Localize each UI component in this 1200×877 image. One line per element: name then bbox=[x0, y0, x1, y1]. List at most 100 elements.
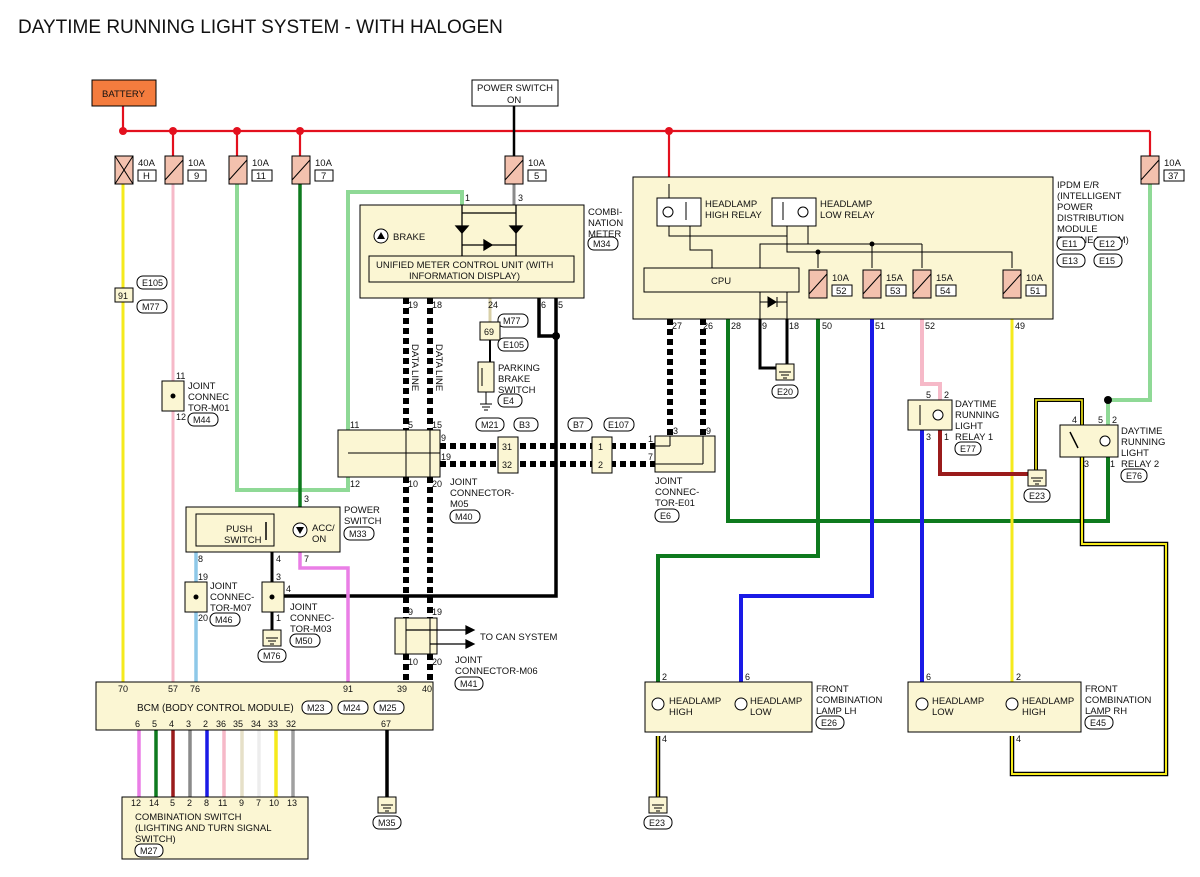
to-can-system-label: TO CAN SYSTEM bbox=[480, 632, 558, 643]
connector-tag bbox=[643, 815, 673, 830]
connector-tag bbox=[289, 633, 321, 648]
connector-e23: E23 bbox=[1029, 491, 1045, 501]
svg-text:7: 7 bbox=[256, 798, 261, 808]
connector-m77-pb: M77 bbox=[503, 316, 521, 326]
connector-tag bbox=[497, 337, 529, 352]
jc-m01-label-3: TOR-M01 bbox=[188, 403, 230, 414]
connector-e23-lh: E23 bbox=[649, 818, 665, 828]
svg-text:2: 2 bbox=[1112, 415, 1117, 425]
junction-dot bbox=[1104, 396, 1112, 404]
acc-glyph bbox=[296, 527, 304, 534]
fuse-11: 10A 11 bbox=[228, 155, 273, 185]
drl2-label-2: RUNNING bbox=[1121, 437, 1165, 448]
svg-text:53: 53 bbox=[890, 286, 901, 297]
lh-low-label-1: HEADLAMP bbox=[750, 696, 802, 707]
data-line-label-2: DATA LINE bbox=[433, 344, 444, 391]
connector-m46: M46 bbox=[215, 615, 233, 625]
svg-text:10A: 10A bbox=[188, 158, 206, 169]
svg-text:14: 14 bbox=[149, 798, 159, 808]
jc-m07-label-1: JOINT bbox=[210, 581, 238, 592]
svg-text:5: 5 bbox=[1098, 415, 1103, 425]
svg-text:27: 27 bbox=[672, 321, 682, 331]
svg-text:32: 32 bbox=[286, 719, 296, 729]
power-switch-label-1: POWER bbox=[344, 505, 380, 516]
drl2-label-1: DAYTIME bbox=[1121, 426, 1163, 437]
fuse-37: 10A 37 bbox=[1140, 155, 1185, 185]
inline-connector-69 bbox=[479, 321, 501, 341]
connector-m23: M23 bbox=[307, 703, 325, 713]
connector-tag bbox=[372, 815, 402, 830]
connector-m34: M34 bbox=[593, 239, 611, 249]
comb-switch-label-3: SWITCH) bbox=[135, 834, 176, 845]
rh-label-3: LAMP RH bbox=[1085, 706, 1127, 717]
svg-text:5: 5 bbox=[534, 171, 539, 182]
pin-label: 3 bbox=[276, 572, 281, 582]
svg-text:8: 8 bbox=[198, 554, 203, 564]
svg-text:7: 7 bbox=[648, 452, 653, 462]
pin-label: 19 bbox=[198, 572, 208, 582]
svg-text:40: 40 bbox=[422, 684, 432, 694]
connector-tag bbox=[654, 508, 680, 523]
svg-text:MODULE: MODULE bbox=[1057, 224, 1098, 235]
connector-tag bbox=[1084, 715, 1114, 730]
push-switch bbox=[195, 513, 275, 547]
jc-m07-label-3: TOR-M07 bbox=[210, 603, 252, 614]
combination-meter-label-1: COMBI- bbox=[588, 207, 622, 218]
connector-m24: M24 bbox=[343, 703, 361, 713]
connector-e105-pb: E105 bbox=[503, 340, 524, 350]
connector-m21: M21 bbox=[481, 420, 499, 430]
push-switch-label-2: SWITCH bbox=[224, 535, 262, 546]
pin-label: 1 bbox=[276, 613, 281, 623]
junction-dot bbox=[869, 241, 875, 247]
wire-black-ipdm9 bbox=[758, 319, 783, 370]
wire-black-meter6 bbox=[537, 298, 556, 338]
combination-meter-label-3: METER bbox=[588, 229, 621, 240]
connector-tag bbox=[449, 509, 481, 524]
combination-meter-label-2: NATION bbox=[588, 218, 623, 229]
joint-connector-e01 bbox=[654, 435, 716, 473]
connector-tag bbox=[513, 417, 539, 432]
svg-text:50: 50 bbox=[822, 321, 832, 331]
inline-number: 32 bbox=[502, 460, 512, 470]
connector-tag bbox=[954, 441, 982, 456]
wire-black-meter5 bbox=[272, 298, 558, 598]
pin-label: 5 bbox=[558, 300, 563, 310]
svg-text:IPDM E/R: IPDM E/R bbox=[1057, 180, 1099, 191]
pin-label: 4 bbox=[662, 734, 667, 744]
pin-label: 2 bbox=[1016, 672, 1021, 682]
jc-m03-label-2: CONNEC- bbox=[290, 613, 334, 624]
pin-label: 12 bbox=[176, 412, 186, 422]
front-lamp-rh-box bbox=[907, 681, 1082, 733]
relay-contact bbox=[1069, 431, 1079, 449]
rh-high-label-1: HEADLAMP bbox=[1022, 696, 1074, 707]
lh-low-label-2: LOW bbox=[750, 707, 772, 718]
fuse-5: 10A 5 bbox=[504, 155, 547, 185]
pin-label: 24 bbox=[488, 300, 498, 310]
headlamp-low-relay-label-2: LOW RELAY bbox=[820, 210, 875, 221]
svg-text:5: 5 bbox=[926, 390, 931, 400]
svg-text:54: 54 bbox=[940, 286, 951, 297]
connector-tag bbox=[187, 412, 219, 427]
jc-m03-label-1: JOINT bbox=[290, 602, 318, 613]
junction-dot bbox=[269, 594, 275, 600]
joint-connector-m06 bbox=[394, 617, 438, 655]
connector-tag bbox=[771, 384, 799, 399]
cpu-label: CPU bbox=[711, 276, 731, 287]
unified-meter-unit-line2: INFORMATION DISPLAY) bbox=[409, 271, 520, 282]
connector-tag bbox=[497, 393, 523, 408]
combination-meter-box bbox=[359, 204, 585, 299]
connector-tag bbox=[1120, 468, 1148, 483]
svg-text:19: 19 bbox=[432, 607, 442, 617]
svg-text:E12: E12 bbox=[1099, 239, 1115, 249]
wire-pink-ipdm52 bbox=[920, 319, 942, 400]
svg-text:12: 12 bbox=[350, 479, 360, 489]
pb-switch-label-2: BRAKE bbox=[498, 374, 530, 385]
connector-m40: M40 bbox=[455, 512, 473, 522]
svg-text:39: 39 bbox=[397, 684, 407, 694]
wire-red-drl1-gnd bbox=[938, 430, 1036, 476]
ipdm-diode bbox=[759, 292, 787, 319]
wire-lightgreen-m05 bbox=[235, 184, 350, 492]
